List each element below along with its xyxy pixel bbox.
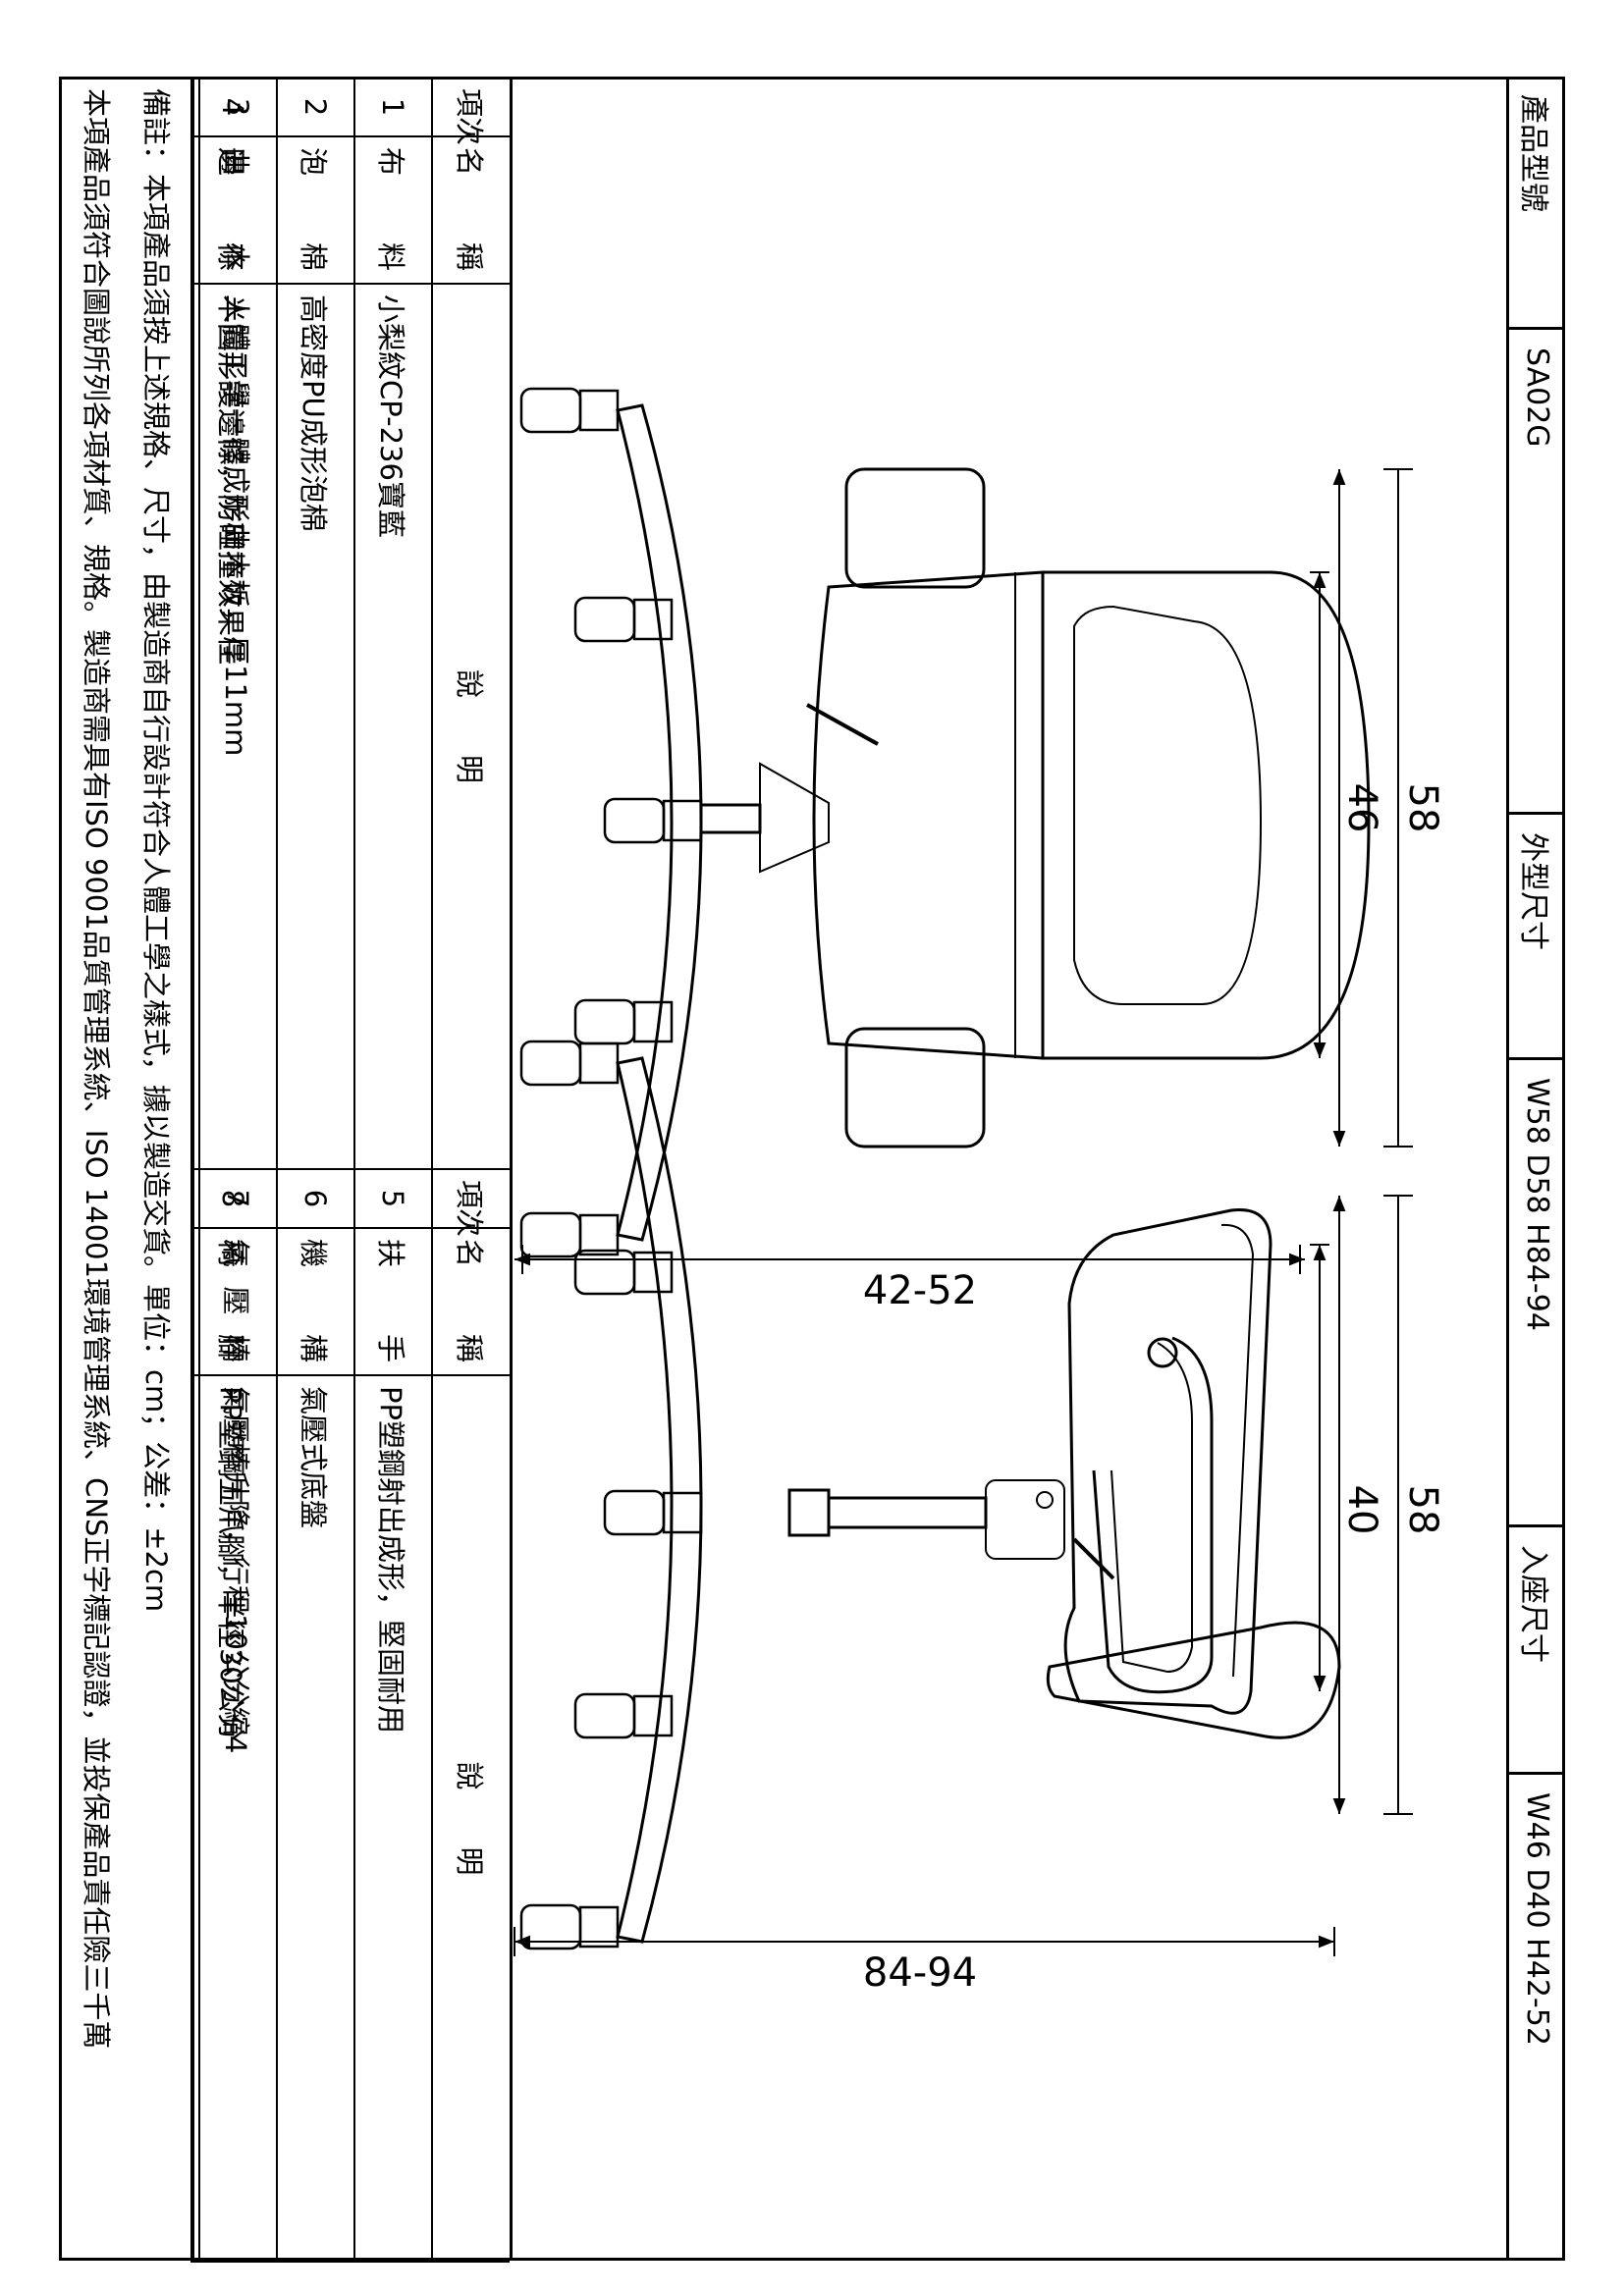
table-header-row: 項次 名 稱 說 明 — [432, 78, 510, 1169]
model-label: 產品型號 — [1509, 77, 1565, 330]
side-view-drawing — [519, 1040, 1341, 1950]
spec-tables: 項次 名 稱 說 明 1 布料 小梨紋CP-236寶藍 2 泡棉 高密度PU成形… — [191, 77, 513, 2262]
top-inner-width-dim: 46 — [1339, 783, 1384, 833]
header-name: 名 稱 — [432, 136, 510, 284]
table-row: 4 邊條 半圓形護邊條，防碰撞效果佳 — [191, 78, 274, 1169]
top-view-dimensions — [514, 468, 1413, 1274]
notes-line-1: 備註：本項產品須按上述規格、尺寸，由製造商自行設計符合人體工學之樣式，據以製造交… — [139, 88, 173, 1613]
row-name: 椅腳 — [191, 1228, 274, 1375]
seat-size-label: 入座尺寸 — [1509, 1527, 1565, 1775]
row-no: 5 — [354, 1169, 432, 1228]
notes-block: 備註：本項產品須按上述規格、尺寸，由製造商自行設計符合人體工學之樣式，據以製造交… — [59, 77, 194, 2261]
spec-table-right-row4: 8 椅腳 PP塑鋼五爪腳，半徑30公分 — [190, 1168, 274, 2263]
top-outer-width-dim: 58 — [1400, 783, 1445, 833]
top-height-dim: 42-52 — [863, 1268, 977, 1313]
table-row: 2 泡棉 高密度PU成形泡棉 — [277, 78, 354, 1169]
header-no: 項次 — [432, 78, 510, 145]
row-name: 機構 — [277, 1228, 354, 1375]
row-name: 扶手 — [354, 1228, 432, 1375]
outer-size-label: 外型尺寸 — [1509, 815, 1565, 1060]
row-name: 布料 — [354, 136, 432, 284]
row-no: 2 — [277, 78, 354, 136]
side-seat-depth-dim: 40 — [1339, 1485, 1384, 1535]
chair-drawings: 58 46 42-52 — [514, 387, 1445, 1996]
row-no: 6 — [277, 1169, 354, 1228]
seat-size-value: W46 D40 H42-52 — [1520, 1792, 1554, 2046]
top-view-drawing — [519, 387, 1371, 1258]
row-no: 4 — [191, 78, 274, 136]
table-row: 1 布料 小梨紋CP-236寶藍 — [354, 78, 432, 1169]
table-header-row: 項次 名 稱 說 明 — [432, 1169, 510, 2262]
side-height-dim: 84-94 — [863, 1950, 977, 1996]
table-row: 8 椅腳 PP塑鋼五爪腳，半徑30公分 — [191, 1169, 274, 2262]
row-desc: 高密度PU成形泡棉 — [277, 284, 354, 1169]
row-name: 邊條 — [191, 136, 274, 284]
row-desc: 小梨紋CP-236寶藍 — [354, 284, 432, 1169]
row-no: 1 — [354, 78, 432, 136]
header-desc: 說 明 — [432, 1375, 510, 2262]
header-name: 名 稱 — [432, 1228, 510, 1375]
spec-table-left-row4: 4 邊條 半圓形護邊條，防碰撞效果佳 — [190, 77, 274, 1170]
table-row: 6 機構 氣壓式底盤 — [277, 1169, 354, 2262]
row-desc: PP塑鋼五爪腳，半徑30公分 — [191, 1375, 274, 2262]
row-desc: 半圓形護邊條，防碰撞效果佳 — [191, 284, 274, 1169]
outer-size-value: W58 D58 H84-94 — [1509, 1060, 1565, 1527]
row-desc: PP塑鋼射出成形，堅固耐用 — [354, 1375, 432, 2262]
title-block: 產品型號 SA02G 外型尺寸 W58 D58 H84-94 入座尺寸 W46 … — [1506, 77, 1565, 2261]
row-no: 8 — [191, 1169, 274, 1228]
model-value: SA02G — [1509, 330, 1565, 815]
row-desc: 氣壓式底盤 — [277, 1375, 354, 2262]
row-name: 泡棉 — [277, 136, 354, 284]
table-row: 5 扶手 PP塑鋼射出成形，堅固耐用 — [354, 1169, 432, 2262]
header-no: 項次 — [432, 1169, 510, 1237]
header-desc: 說 明 — [432, 284, 510, 1169]
side-view-dimensions — [514, 1195, 1413, 1956]
side-outer-depth-dim: 58 — [1400, 1485, 1445, 1535]
notes-line-2: 本項產品須符合圖說所列各項材質、規格。製造商需具有ISO 9001品質管理系統、… — [80, 88, 113, 2050]
